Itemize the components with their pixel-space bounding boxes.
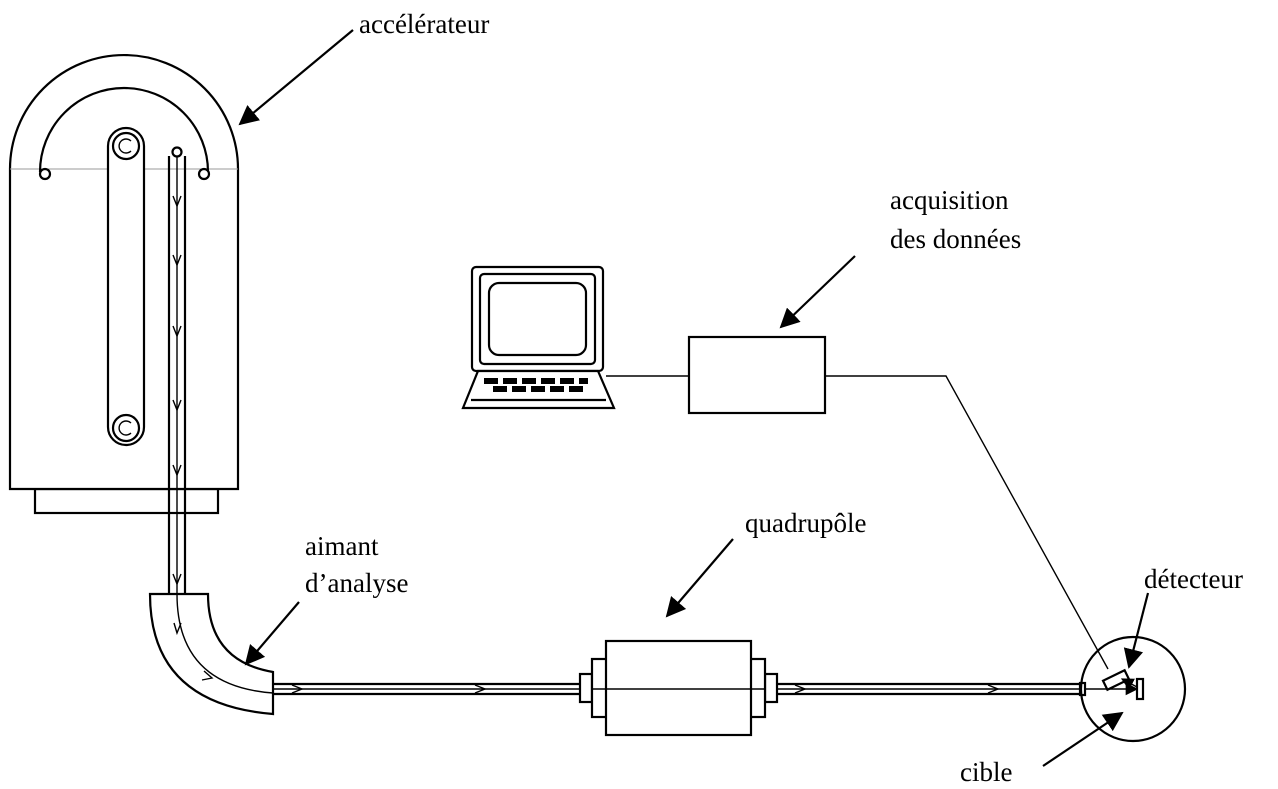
acquisition-label-line2: des données xyxy=(890,224,1021,254)
beam-line-right xyxy=(777,681,1087,697)
quadrupole-arrow xyxy=(665,538,734,618)
chamber-circle xyxy=(1079,635,1187,743)
ion-source xyxy=(171,146,183,158)
magnet-label-line2: d’analyse xyxy=(305,568,408,598)
upper-pulley xyxy=(111,131,141,161)
accelerator xyxy=(8,53,240,515)
acquisition-arrow xyxy=(779,255,856,329)
acquisition-box xyxy=(687,335,827,415)
detector-label: détecteur xyxy=(1144,564,1243,594)
target-chamber xyxy=(1079,635,1187,743)
beam-line-left xyxy=(273,682,583,696)
upper-pulley-rotation-icon xyxy=(118,138,132,154)
accelerator-dome-arc xyxy=(38,86,210,173)
computer-icon xyxy=(461,265,616,410)
detector-cable xyxy=(825,375,1109,670)
magnet-arrow xyxy=(244,601,300,666)
bent-beam-path xyxy=(176,593,274,694)
accelerator-label: accélérateur xyxy=(359,9,489,39)
accelerator-arrow xyxy=(238,29,354,126)
scatter-ray xyxy=(1120,678,1138,690)
accelerator-base xyxy=(33,487,220,515)
quadrupole xyxy=(578,639,779,737)
arc-end-left xyxy=(38,167,52,181)
lower-pulley xyxy=(111,413,141,443)
target-label: cible xyxy=(960,757,1012,787)
detector xyxy=(1101,668,1131,692)
target-arrow xyxy=(1042,711,1124,767)
detector-arrow xyxy=(1123,592,1150,669)
acquisition-label-line1: acquisition xyxy=(890,185,1009,215)
arc-end-right xyxy=(197,167,211,181)
magnet-label-line1: aimant xyxy=(305,531,379,561)
target xyxy=(1135,677,1145,701)
quadrupole-label: quadrupôle xyxy=(745,508,866,538)
analysing-magnet xyxy=(148,592,275,716)
lower-pulley-rotation-icon xyxy=(118,420,132,436)
charging-belt xyxy=(106,126,146,447)
vertical-beam-tube xyxy=(167,146,187,594)
